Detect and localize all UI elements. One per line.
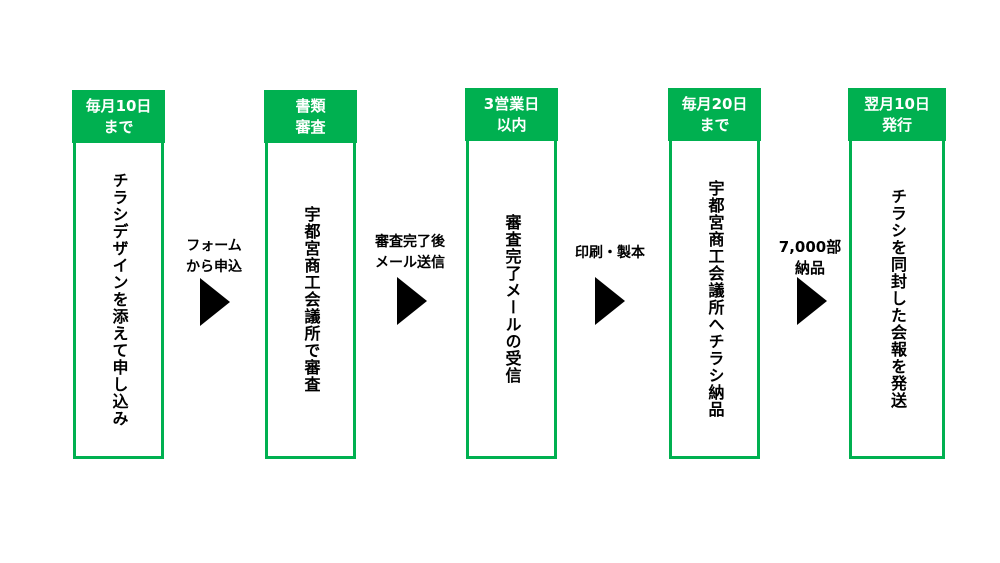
triangle-right-icon: [595, 277, 625, 325]
step-1: 毎月10日 まで チラシデザインを添えて申し込み: [72, 90, 165, 459]
triangle-right-icon: [397, 277, 427, 325]
arrow-label-2: 審査完了後 メール送信: [375, 234, 445, 271]
step-body: 宇都宮商工会議所で審査: [265, 143, 356, 459]
step-3: 3営業日 以内 審査完了メールの受信: [465, 88, 558, 459]
step-body: 審査完了メールの受信: [466, 141, 557, 459]
step-header: 3営業日 以内: [465, 88, 558, 141]
step-body: チラシを同封した会報を発送: [849, 141, 945, 459]
step-text: チラシを同封した会報を発送: [888, 188, 907, 409]
step-header: 毎月20日 まで: [668, 88, 761, 141]
step-text: 宇都宮商工会議所へチラシ納品: [705, 179, 725, 418]
step-header: 翌月10日 発行: [848, 88, 946, 141]
triangle-right-icon: [797, 277, 827, 325]
step-text: 審査完了メールの受信: [502, 213, 522, 384]
step-text: 宇都宮商工会議所で審査: [301, 206, 321, 393]
step-body: チラシデザインを添えて申し込み: [73, 143, 164, 459]
step-header: 毎月10日 まで: [72, 90, 165, 143]
arrow-label-3: 印刷・製本: [575, 245, 645, 261]
step-5: 翌月10日 発行 チラシを同封した会報を発送: [848, 88, 946, 459]
step-2: 書類 審査 宇都宮商工会議所で審査: [264, 90, 357, 459]
arrow-label-1: フォーム から申込: [186, 238, 242, 275]
step-4: 毎月20日 まで 宇都宮商工会議所へチラシ納品: [668, 88, 761, 459]
step-body: 宇都宮商工会議所へチラシ納品: [669, 141, 760, 459]
step-header: 書類 審査: [264, 90, 357, 143]
step-text: チラシデザインを添えて申し込み: [109, 172, 129, 427]
triangle-right-icon: [200, 278, 230, 326]
arrow-label-4: 7,000部 納品: [778, 238, 842, 277]
